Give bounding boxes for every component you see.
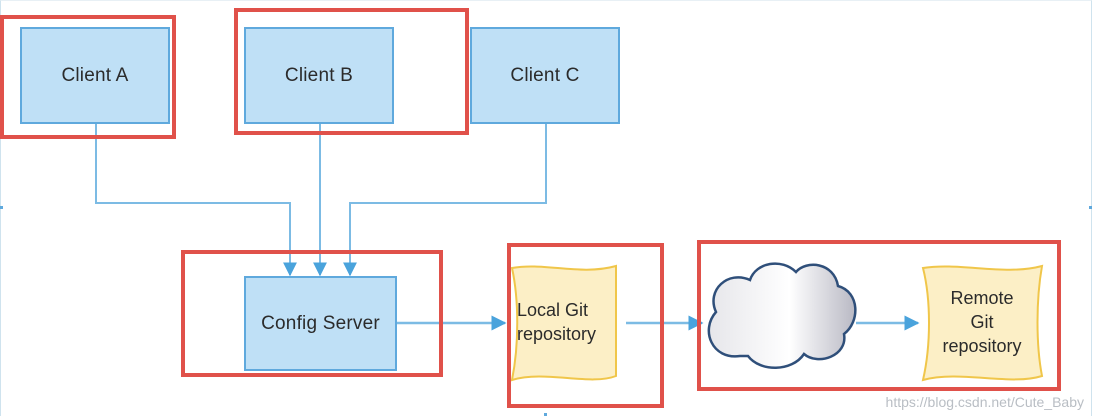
client-c-label: Client C xyxy=(510,64,580,86)
remote-git-line2: Git xyxy=(970,312,994,332)
client-b-label: Client B xyxy=(284,64,354,86)
highlight-client-b xyxy=(234,8,469,135)
config-server-box[interactable]: Config Server xyxy=(244,276,397,371)
highlight-remote-git xyxy=(697,240,1061,391)
watermark-text: https://blog.csdn.net/Cute_Baby xyxy=(885,394,1084,410)
highlight-local-git xyxy=(507,243,664,408)
remote-git-document-shape xyxy=(921,264,1044,382)
remote-git-line3: repository xyxy=(942,336,1022,356)
local-git-label: Local Git repository xyxy=(517,298,617,346)
client-a-label: Client A xyxy=(61,64,129,86)
edge-marker-bottom xyxy=(544,413,547,416)
client-b-box[interactable]: Client B xyxy=(244,27,394,124)
edge-marker-left xyxy=(0,206,3,209)
connector-client-c xyxy=(343,124,547,277)
local-git-line2: repository xyxy=(517,324,597,344)
cloud-icon xyxy=(707,262,857,369)
local-git-line1: Local Git xyxy=(517,300,589,320)
client-c-box[interactable]: Client C xyxy=(470,27,620,124)
edge-marker-right xyxy=(1089,206,1092,209)
client-a-box[interactable]: Client A xyxy=(20,27,170,124)
local-git-document-shape xyxy=(510,264,618,382)
remote-git-line1: Remote xyxy=(950,288,1014,308)
connector-client-a xyxy=(95,124,297,277)
remote-git-label: Remote Git repository xyxy=(926,286,1038,358)
highlight-config-server xyxy=(181,250,443,377)
config-server-label: Config Server xyxy=(261,312,380,334)
highlight-client-a xyxy=(0,15,176,139)
